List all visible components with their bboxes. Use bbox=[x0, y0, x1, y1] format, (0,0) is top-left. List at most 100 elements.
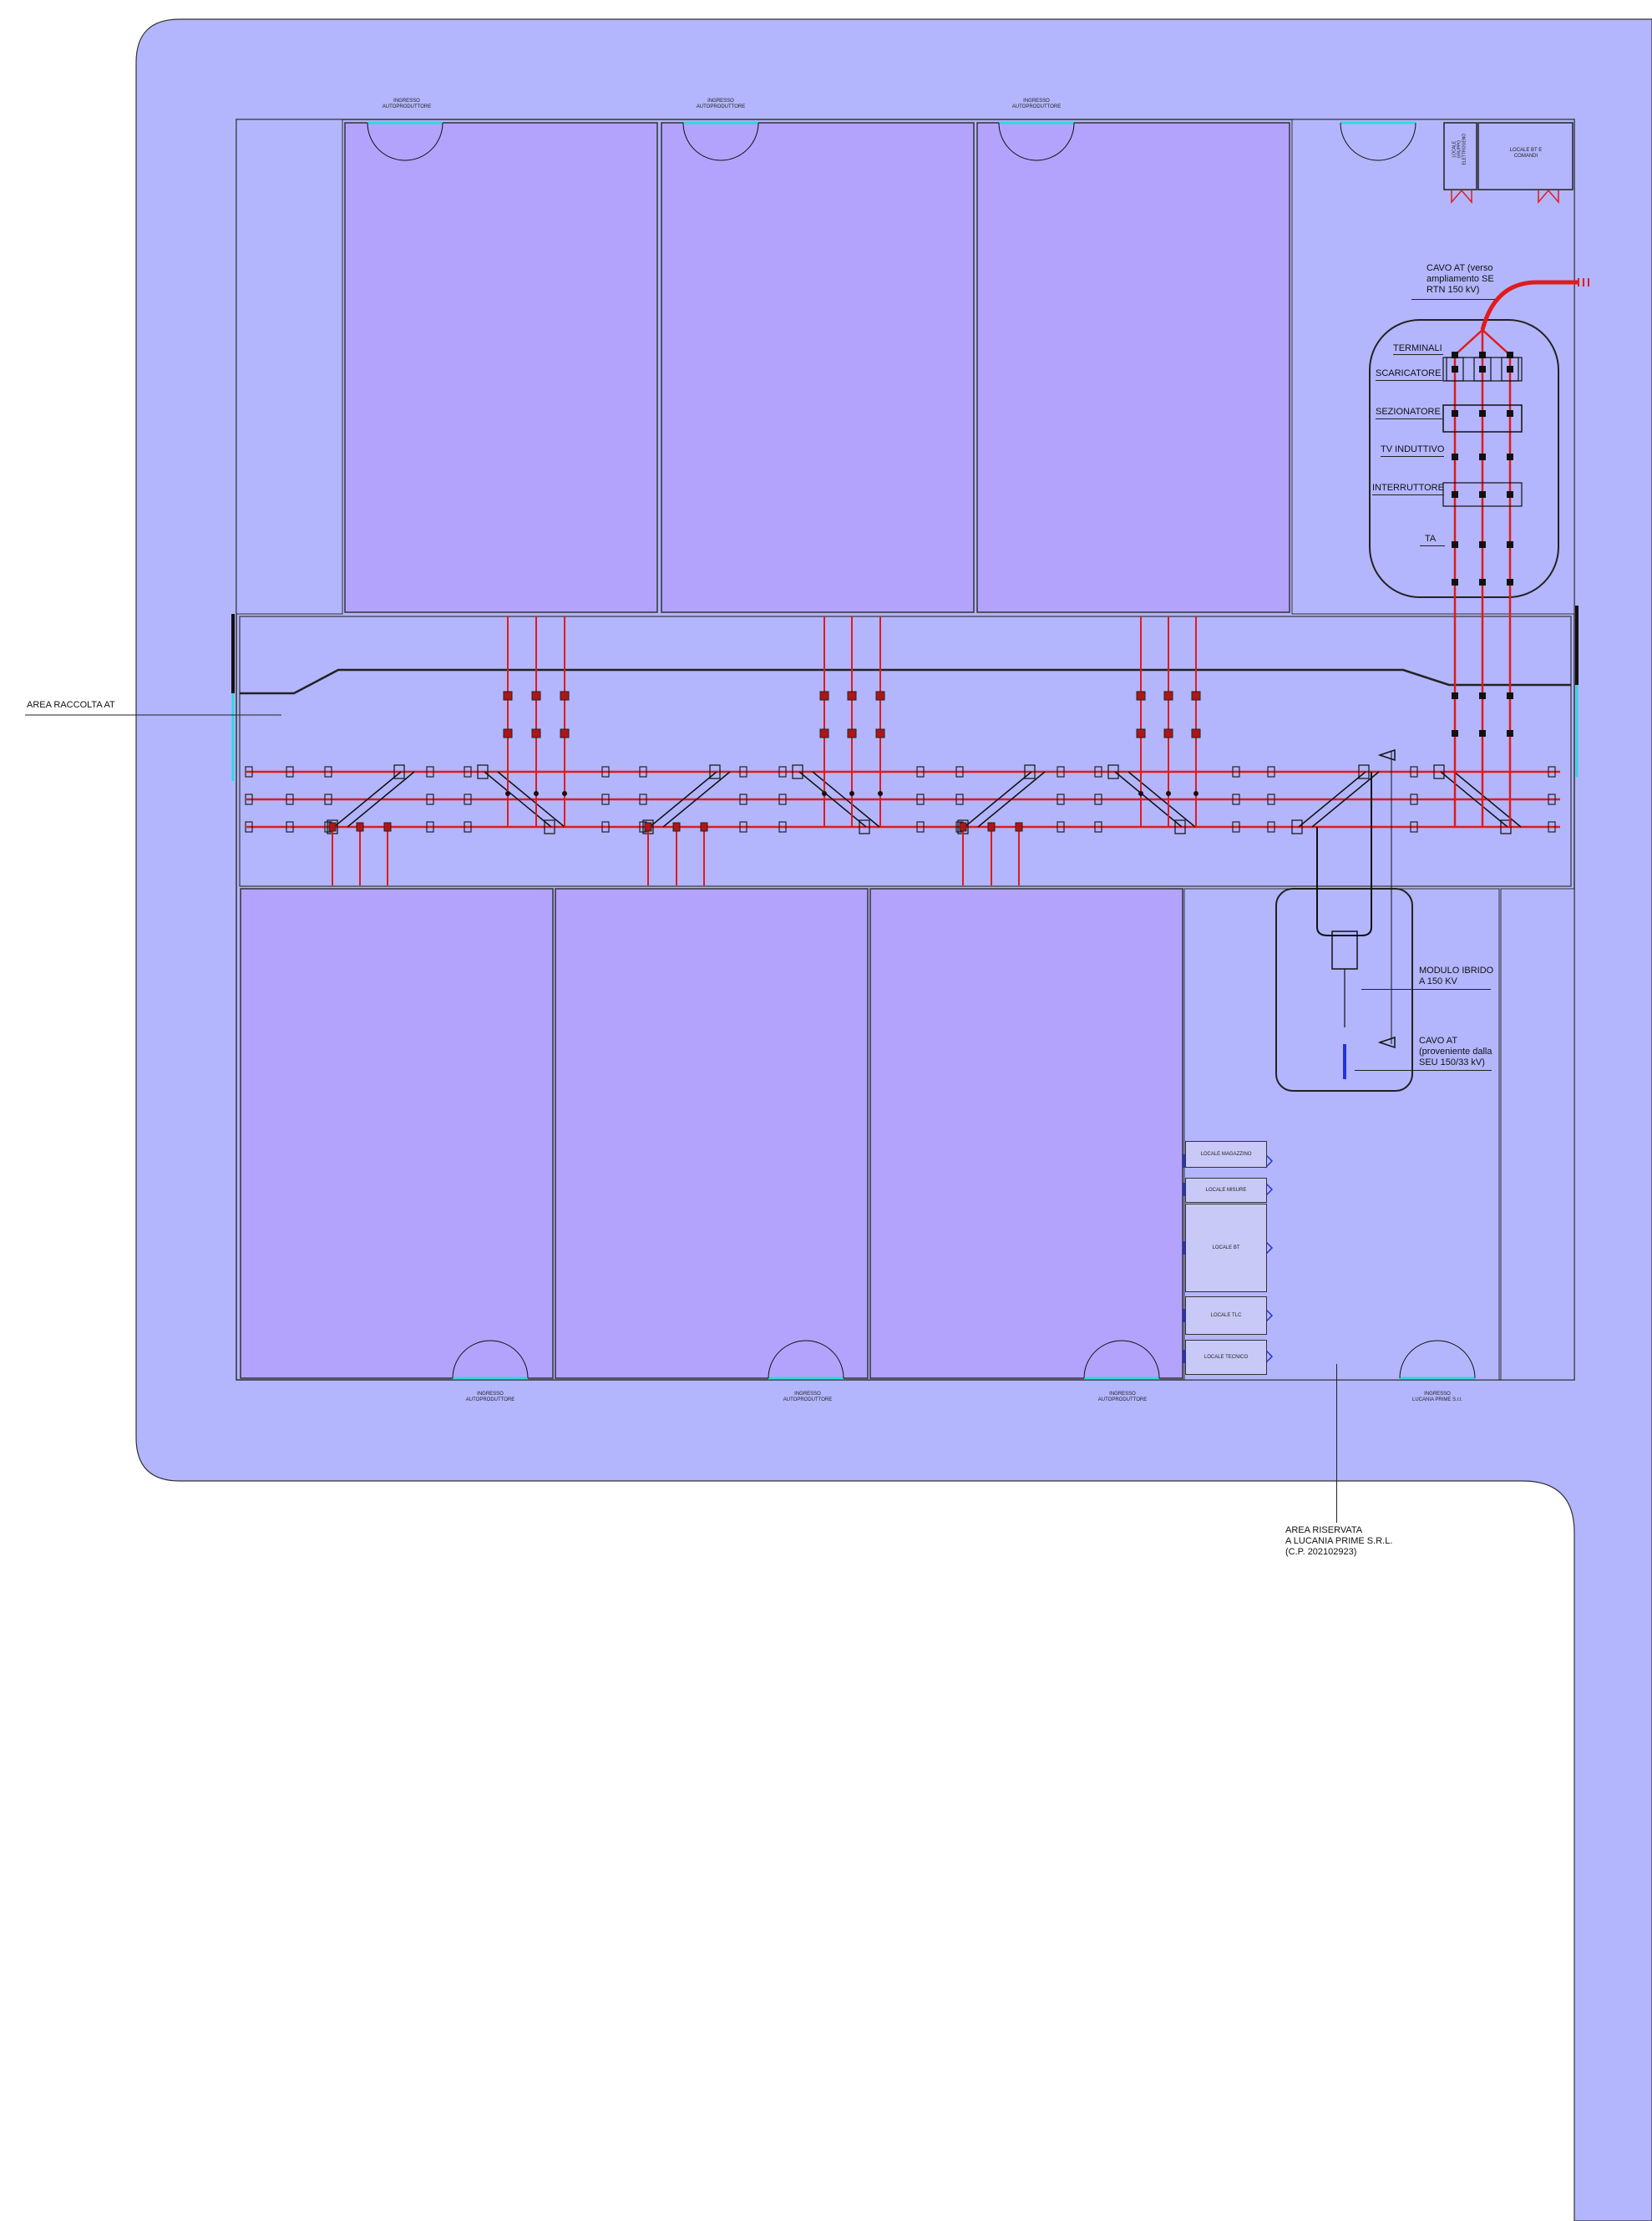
building-door-3 bbox=[1264, 1240, 1274, 1255]
diagonal-disconnector-3 bbox=[649, 771, 717, 828]
top-bay-2 bbox=[661, 122, 975, 613]
feeder-node bbox=[875, 691, 885, 701]
bus-isolator bbox=[1057, 794, 1065, 805]
feeder-node bbox=[1163, 728, 1173, 738]
feeder-point bbox=[849, 791, 854, 796]
label-cavo-at-bottom: CAVO AT (proveniente dalla SEU 150/33 kV… bbox=[1419, 1036, 1492, 1068]
bus-isolator bbox=[1232, 766, 1240, 778]
bus-isolator bbox=[286, 821, 294, 833]
hv-node bbox=[1507, 410, 1513, 417]
leader-interruttore bbox=[1372, 494, 1444, 495]
bus-isolator bbox=[1548, 794, 1556, 805]
hv-node bbox=[1452, 352, 1458, 358]
hv-node bbox=[1507, 730, 1513, 737]
feeder-point bbox=[1138, 791, 1143, 796]
room-genset-label: LOCALE GRUPPO ELETTROGENO bbox=[1452, 133, 1467, 165]
bus-isolator bbox=[1267, 794, 1275, 805]
bus-isolator bbox=[601, 821, 610, 833]
room-bt: LOCALE BT bbox=[1185, 1204, 1267, 1292]
left-strip bbox=[236, 119, 343, 615]
door-swing bbox=[452, 1340, 529, 1379]
bus-isolator bbox=[464, 821, 472, 833]
label-terminali: TERMINALI bbox=[1393, 343, 1442, 353]
diagonal-disconnector-7 bbox=[1298, 771, 1366, 828]
breaker-symbol bbox=[477, 764, 489, 779]
hv-node bbox=[1479, 692, 1486, 699]
bus-isolator bbox=[778, 766, 787, 778]
feeder-node bbox=[700, 822, 708, 832]
leader-cavo-top bbox=[1411, 299, 1495, 300]
leader-ta bbox=[1420, 545, 1445, 546]
arrow-marker bbox=[1377, 748, 1396, 762]
diagonal-disconnector-b bbox=[1128, 771, 1196, 828]
bus-isolator bbox=[426, 794, 434, 805]
diagonal-disconnector-5 bbox=[964, 771, 1032, 828]
entrance-bottom-3: INGRESSO AUTOPRODUTTORE bbox=[1097, 1392, 1148, 1402]
feeder-node bbox=[1191, 728, 1201, 738]
label-tv-induttivo: TV INDUTTIVO bbox=[1381, 444, 1445, 454]
small-door-2 bbox=[1538, 189, 1559, 205]
hv-terminal-enclosure bbox=[1369, 319, 1559, 598]
feeder-node bbox=[356, 822, 364, 832]
feeder-node bbox=[1015, 822, 1023, 832]
bus-isolator bbox=[739, 794, 747, 805]
bus-isolator bbox=[1548, 821, 1556, 833]
door-swing bbox=[682, 122, 759, 161]
diagonal-disconnector-b bbox=[497, 771, 565, 828]
hv-node bbox=[1452, 366, 1458, 373]
hv-node bbox=[1507, 366, 1513, 373]
bus-isolator bbox=[916, 766, 925, 778]
door-swing bbox=[1340, 122, 1416, 161]
entrance-bottom-4: INGRESSO LUCANIA PRIME S.r.l. bbox=[1411, 1392, 1462, 1402]
feeder-node bbox=[672, 822, 681, 832]
room-tecnico: LOCALE TECNICO bbox=[1185, 1340, 1267, 1375]
breaker-symbol bbox=[1358, 764, 1370, 779]
door-swing bbox=[768, 1340, 844, 1379]
bottom-bay-2 bbox=[555, 888, 869, 1379]
feeder-point bbox=[1193, 791, 1198, 796]
building-door-5 bbox=[1264, 1349, 1274, 1364]
arrow-marker bbox=[1377, 1036, 1396, 1049]
hv-node bbox=[1452, 454, 1458, 460]
bus-isolator bbox=[1267, 766, 1275, 778]
feeder-node bbox=[819, 728, 829, 738]
bottom-bay-3 bbox=[869, 888, 1183, 1379]
hv-cable-top bbox=[1480, 280, 1579, 331]
hv-node bbox=[1507, 454, 1513, 460]
room-bt-comandi-label: LOCALE BT E COMANDI bbox=[1509, 148, 1543, 159]
hv-node bbox=[1507, 491, 1513, 498]
feeder-node bbox=[959, 822, 967, 832]
leader-terminali bbox=[1393, 354, 1443, 355]
leader-sezionatore bbox=[1376, 418, 1442, 419]
hv-node bbox=[1479, 366, 1486, 373]
label-cavo-at-top: CAVO AT (verso ampliamento SE RTN 150 kV… bbox=[1426, 263, 1494, 296]
feeder-node bbox=[328, 822, 337, 832]
room-bt-comandi bbox=[1477, 122, 1573, 190]
bus-isolator bbox=[324, 766, 332, 778]
hv-node bbox=[1479, 491, 1486, 498]
bus-isolator bbox=[245, 794, 253, 805]
feeder-point bbox=[1166, 791, 1171, 796]
diagonal-disconnector-6 bbox=[1114, 771, 1183, 828]
hv-split bbox=[1454, 329, 1483, 356]
hv-node bbox=[1479, 730, 1486, 737]
hv-node bbox=[1479, 454, 1486, 460]
hybrid-connection bbox=[1316, 772, 1372, 936]
hv-node bbox=[1507, 579, 1513, 586]
bus-isolator bbox=[1267, 821, 1275, 833]
entrance-bottom-1: INGRESSO AUTOPRODUTTORE bbox=[465, 1392, 515, 1402]
bus-isolator bbox=[1232, 794, 1240, 805]
hv-split bbox=[1482, 329, 1511, 356]
leader-area-riservata bbox=[1336, 1364, 1337, 1523]
feeder-node bbox=[503, 691, 513, 701]
feeder-node bbox=[847, 728, 857, 738]
room-magazzino: LOCALE MAGAZZINO bbox=[1185, 1141, 1267, 1168]
bus-isolator bbox=[916, 821, 925, 833]
hv-node bbox=[1452, 730, 1458, 737]
breaker-symbol bbox=[1174, 819, 1186, 834]
breaker-symbol bbox=[1107, 764, 1119, 779]
hv-node bbox=[1507, 692, 1513, 699]
feeder-point bbox=[534, 791, 539, 796]
bus-isolator bbox=[1057, 766, 1065, 778]
hv-node bbox=[1507, 541, 1513, 548]
